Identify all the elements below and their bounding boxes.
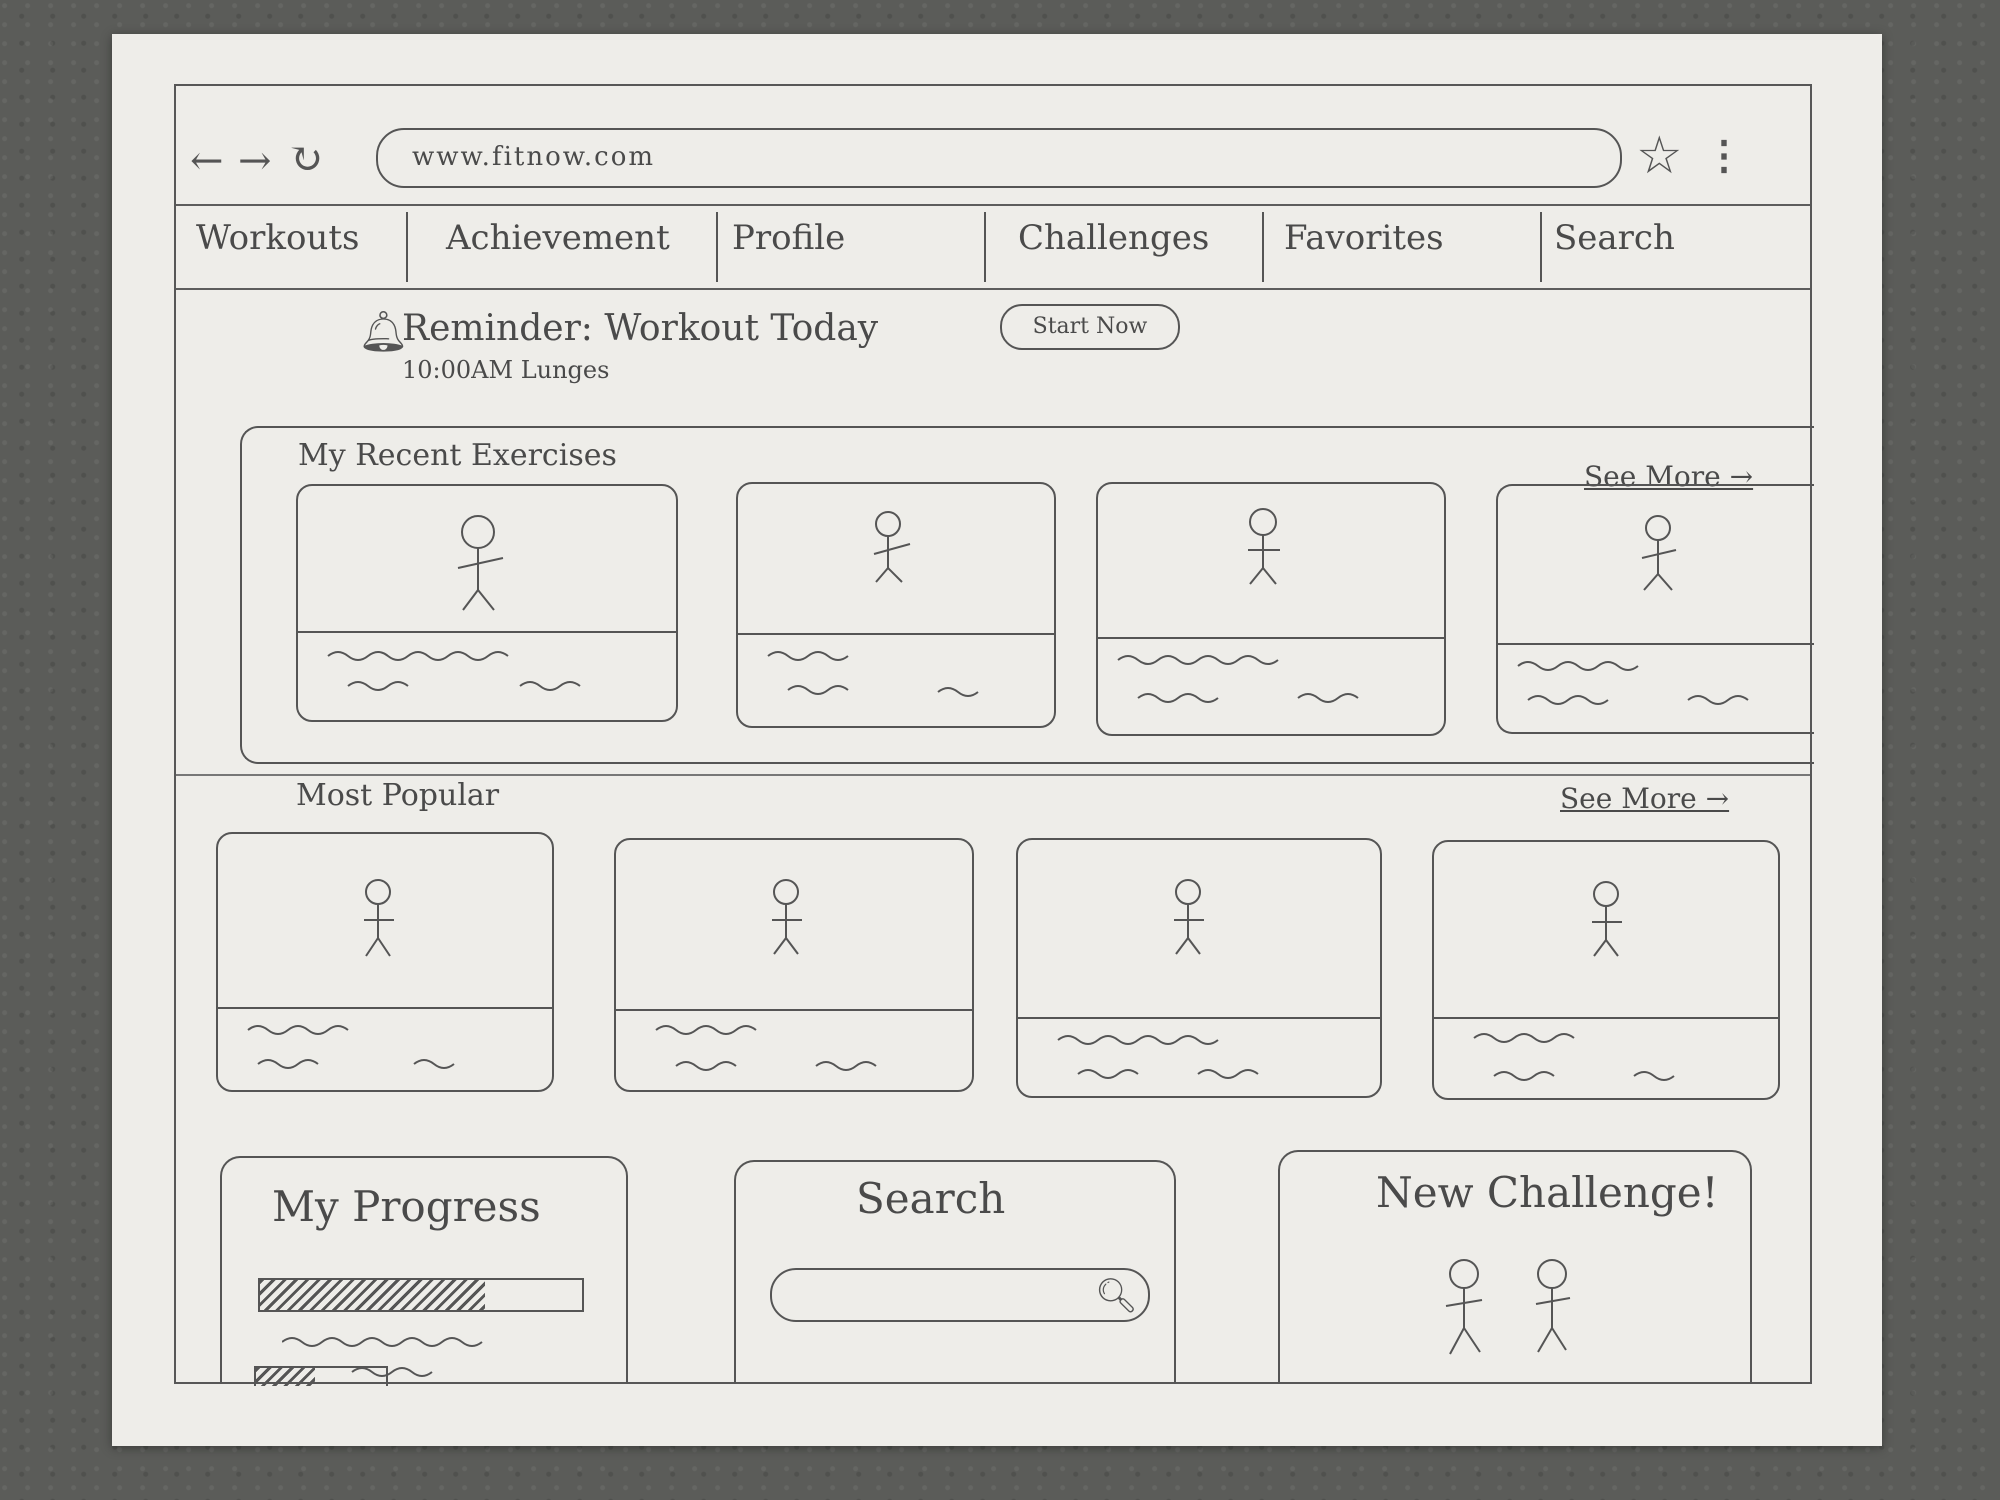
reminder-subtitle: 10:00AM Lunges xyxy=(402,356,610,384)
tab-divider xyxy=(1540,212,1542,282)
progress-label-scribble xyxy=(282,1337,483,1377)
exercise-thumbnail xyxy=(1018,879,1380,1079)
most-popular-title: Most Popular xyxy=(296,778,500,813)
new-challenge-widget[interactable]: New Challenge! xyxy=(1278,1150,1752,1384)
tab-search[interactable]: Search xyxy=(1554,218,1675,258)
browser-window: ← → ↻ www.fitnow.com ☆ ⋮ Workouts Achiev… xyxy=(174,84,1814,1386)
progress-bar-fill xyxy=(256,1368,315,1386)
refresh-icon[interactable]: ↻ xyxy=(288,134,324,183)
sketch-paper: ← → ↻ www.fitnow.com ☆ ⋮ Workouts Achiev… xyxy=(112,34,1882,1446)
tab-challenges[interactable]: Challenges xyxy=(1018,218,1210,258)
search-icon[interactable]: 🔍︎ xyxy=(1094,1276,1138,1316)
progress-bar xyxy=(254,1366,388,1386)
popular-exercise-card[interactable] xyxy=(216,832,554,1092)
exercise-thumbnail xyxy=(298,515,676,691)
tab-workouts[interactable]: Workouts xyxy=(196,218,360,258)
challenge-figures-icon xyxy=(1445,1259,1571,1355)
recent-exercise-card[interactable] xyxy=(1096,482,1446,736)
tab-favorites[interactable]: Favorites xyxy=(1284,218,1444,258)
exercise-thumbnail xyxy=(1098,508,1444,703)
recent-exercise-card[interactable] xyxy=(1496,484,1814,734)
kebab-menu-icon[interactable]: ⋮ xyxy=(1704,132,1744,179)
tab-profile[interactable]: Profile xyxy=(732,218,846,258)
arrow-left-icon[interactable]: ← xyxy=(190,138,224,184)
tab-divider xyxy=(1262,212,1264,282)
nav-tabs: Workouts Achievement Profile Challenges … xyxy=(176,204,1810,290)
new-challenge-title: New Challenge! xyxy=(1376,1168,1719,1217)
progress-bar-fill xyxy=(260,1280,486,1310)
my-progress-widget: My Progress xyxy=(220,1156,628,1386)
tab-divider xyxy=(716,212,718,282)
tab-divider xyxy=(406,212,408,282)
section-divider xyxy=(176,774,1810,776)
arrow-right-icon[interactable]: → xyxy=(238,138,272,184)
popular-exercise-card[interactable] xyxy=(614,838,974,1092)
recent-exercise-card[interactable] xyxy=(296,484,678,722)
tab-achievement[interactable]: Achievement xyxy=(446,218,670,258)
bell-icon: 🔔︎ xyxy=(358,309,409,355)
popular-exercise-card[interactable] xyxy=(1016,838,1382,1098)
url-bar[interactable]: www.fitnow.com xyxy=(376,128,1622,188)
exercise-thumbnail xyxy=(1434,881,1778,1081)
search-widget: Search 🔍︎ xyxy=(734,1160,1176,1384)
popular-exercise-card[interactable] xyxy=(1432,840,1780,1100)
exercise-thumbnail xyxy=(738,511,1054,697)
search-input[interactable]: 🔍︎ xyxy=(770,1268,1150,1322)
recent-see-more-link[interactable]: See More → xyxy=(1584,460,1754,493)
tab-divider xyxy=(984,212,986,282)
reminder-title: Reminder: Workout Today xyxy=(402,308,879,349)
popular-see-more-link[interactable]: See More → xyxy=(1560,782,1730,815)
exercise-thumbnail xyxy=(616,879,972,1071)
progress-bar xyxy=(258,1278,584,1312)
my-progress-title: My Progress xyxy=(272,1182,541,1231)
url-text: www.fitnow.com xyxy=(412,142,656,172)
start-now-button[interactable]: Start Now xyxy=(1000,304,1180,350)
star-icon[interactable]: ☆ xyxy=(1636,126,1683,186)
recent-exercises-section xyxy=(240,426,1814,764)
exercise-thumbnail xyxy=(218,879,552,1069)
search-widget-title: Search xyxy=(856,1174,1006,1223)
exercise-thumbnail xyxy=(1498,515,1814,705)
recent-exercise-card[interactable] xyxy=(736,482,1056,728)
recent-exercises-title: My Recent Exercises xyxy=(298,438,617,473)
